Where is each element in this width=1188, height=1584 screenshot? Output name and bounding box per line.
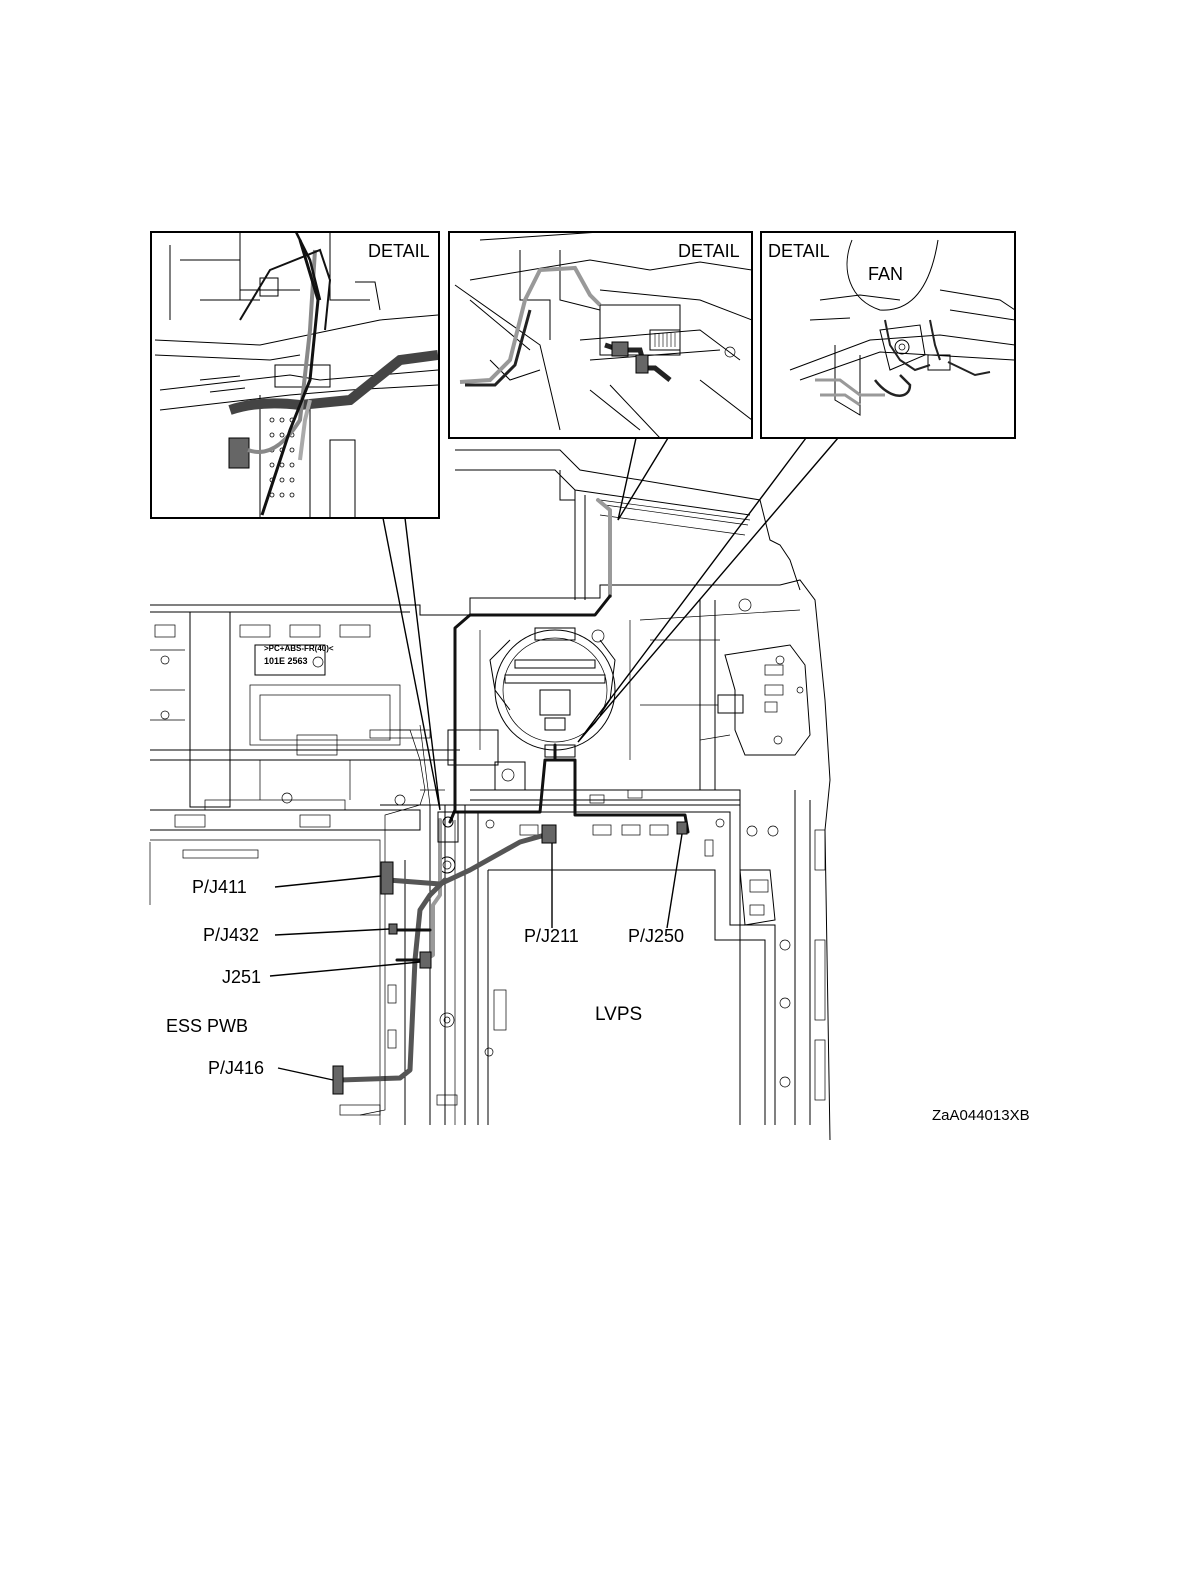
- lvps-board: [478, 812, 775, 1125]
- component-labels: P/J411 P/J432 J251 ESS PWB P/J416 P/J211…: [166, 834, 1030, 1124]
- harness-to-pj250: [455, 760, 688, 832]
- label-pj411: P/J411: [192, 877, 247, 897]
- harness-pj411-pj211: [388, 835, 545, 884]
- connector-pj416: [333, 1066, 343, 1094]
- left-bracket-strip: [190, 612, 230, 807]
- leader-j251: [270, 962, 420, 976]
- main-assembly: >PC+ABS-FR(40)< 101E 2563: [150, 450, 830, 1140]
- leader-pj416: [278, 1068, 333, 1080]
- figure-id: ZaA044013XB: [932, 1107, 1030, 1124]
- label-pj211: P/J211: [524, 926, 579, 946]
- leader-pj250: [667, 834, 682, 928]
- label-j251: J251: [222, 967, 261, 987]
- harness-top-loop: [450, 596, 610, 822]
- connector-pj432: [389, 924, 397, 934]
- detail-box-left: DETAIL: [151, 232, 439, 518]
- connector-pj411: [381, 862, 393, 894]
- leader-pj432: [275, 929, 389, 935]
- harness-to-fan-detail: [598, 500, 610, 596]
- part-marking-line2: 101E 2563: [264, 656, 308, 666]
- detail-box-right: DETAIL FAN: [761, 232, 1015, 438]
- label-pj432: P/J432: [203, 925, 259, 945]
- harness-to-pj416: [340, 880, 445, 1080]
- connector-pj211: [542, 825, 556, 843]
- label-ess-pwb: ESS PWB: [166, 1016, 248, 1036]
- detail-leaders: [383, 438, 838, 810]
- right-lower-mechanism: [740, 790, 825, 1125]
- right-mechanism: [640, 599, 810, 790]
- part-marking-line1: >PC+ABS-FR(40)<: [264, 644, 334, 653]
- detail-box-middle: DETAIL: [449, 232, 752, 438]
- detail-right-label: DETAIL: [768, 241, 830, 261]
- connector-j251: [420, 952, 431, 968]
- label-pj250: P/J250: [628, 926, 684, 946]
- fan-label: FAN: [868, 264, 903, 284]
- detail-left-label: DETAIL: [368, 241, 430, 261]
- fan-assembly: [480, 620, 630, 760]
- leader-pj411: [275, 876, 381, 887]
- label-lvps: LVPS: [595, 1004, 642, 1025]
- label-pj416: P/J416: [208, 1058, 264, 1078]
- connectors: [333, 812, 687, 1094]
- connector-pj250: [677, 822, 687, 834]
- detail-middle-label: DETAIL: [678, 241, 740, 261]
